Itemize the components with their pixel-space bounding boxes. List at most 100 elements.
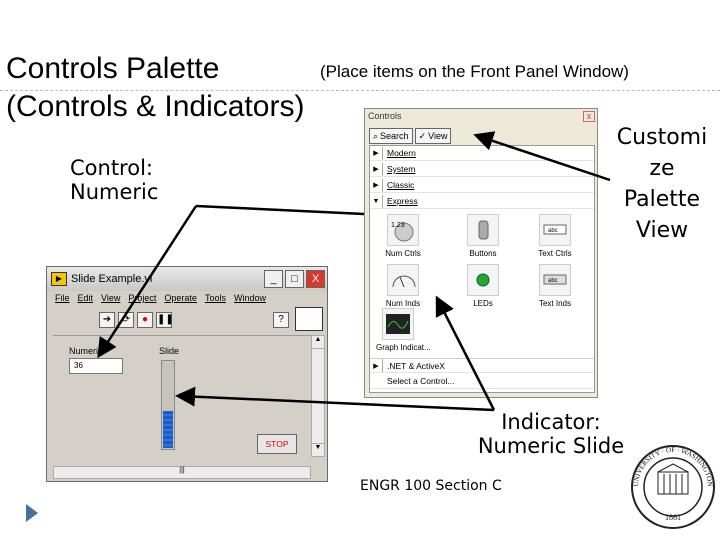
triangle-right-icon: ▶ bbox=[373, 362, 379, 370]
pause-icon[interactable]: ❚❚ bbox=[156, 312, 174, 328]
menu-file[interactable]: File bbox=[55, 293, 70, 303]
customize-line4: View bbox=[635, 218, 689, 243]
palette-title: Controls bbox=[368, 111, 402, 121]
arrow-customize-to-view bbox=[473, 131, 611, 182]
svg-text:1.23: 1.23 bbox=[391, 222, 405, 229]
customize-line3: Palette bbox=[623, 187, 701, 212]
numeric-control-label: Numeric bbox=[69, 346, 103, 356]
palette-item-buttons[interactable]: Buttons bbox=[456, 214, 510, 258]
arrow-control-to-numeric bbox=[195, 204, 365, 216]
palette-category-classic[interactable]: ▶Classic bbox=[370, 178, 594, 193]
palette-category-modern[interactable]: ▶ Modern bbox=[370, 146, 594, 161]
menu-operate[interactable]: Operate bbox=[164, 293, 197, 303]
item-label: Text Ctrls bbox=[538, 249, 572, 258]
vi-menubar: File Edit View Project Operate Tools Win… bbox=[47, 291, 327, 309]
palette-item-graph-indicators[interactable]: Graph Indicat... bbox=[376, 308, 446, 352]
triangle-down-icon: ▼ bbox=[372, 197, 380, 205]
category-label: Select a Control... bbox=[387, 376, 455, 386]
slide-title: Controls Palette bbox=[6, 52, 220, 85]
indicator-label-line1: Indicator: bbox=[501, 410, 601, 434]
text-box-icon: abc bbox=[539, 214, 571, 246]
arrow-indicator-to-palette bbox=[435, 295, 496, 411]
indicator-slide-label: Indicator: Numeric Slide bbox=[466, 410, 636, 458]
title-divider bbox=[0, 90, 720, 91]
item-label: Buttons bbox=[469, 249, 497, 258]
triangle-right-icon: ▶ bbox=[373, 150, 379, 157]
stop-button[interactable]: STOP bbox=[257, 434, 297, 454]
text-display-icon: abc bbox=[539, 264, 571, 296]
menu-edit[interactable]: Edit bbox=[77, 293, 94, 303]
indicator-label-line2: Numeric Slide bbox=[477, 434, 625, 458]
gauge-icon bbox=[387, 264, 419, 296]
palette-item-leds[interactable]: LEDs bbox=[456, 264, 510, 308]
palette-category-express[interactable]: ▼ Express bbox=[370, 194, 594, 209]
palette-toolbar: ⌕ Search ✓ View bbox=[365, 125, 597, 147]
slide-indicator bbox=[161, 360, 175, 450]
slide-fill bbox=[163, 411, 173, 448]
control-label-line1: Control: bbox=[70, 156, 153, 180]
item-label: Graph Indicat... bbox=[376, 343, 431, 352]
category-label: .NET & ActiveX bbox=[387, 360, 445, 371]
close-button[interactable]: X bbox=[306, 270, 325, 288]
menu-project[interactable]: Project bbox=[128, 293, 157, 303]
search-icon: ⌕ bbox=[373, 130, 379, 141]
checkmark-icon: ✓ bbox=[418, 130, 427, 141]
svg-text:abc: abc bbox=[548, 278, 558, 284]
category-label: Express bbox=[387, 196, 418, 206]
minimize-button[interactable]: _ bbox=[264, 270, 283, 288]
vertical-scrollbar[interactable]: ▲ ▼ bbox=[311, 335, 325, 457]
maximize-button[interactable]: □ bbox=[285, 270, 304, 288]
abort-icon[interactable]: ● bbox=[137, 312, 153, 328]
triangle-right-icon: ▶ bbox=[373, 166, 379, 173]
palette-titlebar[interactable]: Controls x bbox=[365, 109, 597, 125]
palette-category-dotnet[interactable]: ▶ .NET & ActiveX bbox=[370, 358, 594, 373]
arrow-control-to-vi bbox=[97, 205, 198, 359]
arrow-indicator-to-slide bbox=[175, 386, 495, 412]
palette-search-button[interactable]: ⌕ Search bbox=[369, 128, 413, 144]
svg-text:abc: abc bbox=[548, 228, 558, 234]
menu-window[interactable]: Window bbox=[233, 293, 266, 303]
numeric-control-input[interactable]: 36 bbox=[69, 358, 123, 374]
scroll-down-icon[interactable]: ▼ bbox=[312, 443, 324, 456]
palette-close-button[interactable]: x bbox=[583, 111, 595, 122]
item-label: Text Inds bbox=[538, 299, 571, 308]
palette-item-num-ctrls[interactable]: 1.23 Num Ctrls bbox=[376, 214, 430, 258]
palette-list: ▶Modern ▶System ▶Classic ▼Express 1.23 N… bbox=[369, 145, 595, 393]
scroll-up-icon[interactable]: ▲ bbox=[312, 336, 324, 349]
help-button[interactable]: ? bbox=[273, 312, 289, 328]
palette-item-text-inds[interactable]: abc Text Inds bbox=[528, 264, 582, 308]
slide-subtitle: (Controls & Indicators) bbox=[6, 90, 305, 123]
palette-item-num-inds[interactable]: Num Inds bbox=[376, 264, 430, 308]
palette-view-label: View bbox=[428, 131, 448, 141]
palette-view-button[interactable]: ✓ View bbox=[414, 128, 452, 144]
category-label: Classic bbox=[387, 180, 415, 190]
vi-titlebar[interactable]: ▶ Slide Example.vi _ □ X bbox=[47, 267, 327, 291]
labview-icon: ▶ bbox=[51, 272, 67, 286]
run-arrow-icon[interactable]: ➜ bbox=[99, 312, 115, 328]
slide-indicator-label: Slide bbox=[159, 346, 180, 356]
menu-tools[interactable]: Tools bbox=[204, 293, 226, 303]
customize-line1: Customi bbox=[616, 125, 708, 150]
category-label: System bbox=[387, 164, 416, 174]
item-label: Num Ctrls bbox=[385, 249, 421, 258]
customize-line2: ze bbox=[649, 156, 675, 181]
category-label: Modern bbox=[387, 148, 416, 158]
vi-title: Slide Example.vi bbox=[71, 273, 153, 285]
graph-icon bbox=[382, 308, 414, 340]
item-label: LEDs bbox=[473, 299, 493, 308]
control-numeric-label: Control: Numeric bbox=[70, 156, 200, 204]
slide-title-note: (Place items on the Front Panel Window) bbox=[320, 62, 629, 81]
led-icon bbox=[467, 264, 499, 296]
bullet-arrow-icon bbox=[26, 504, 38, 522]
vi-connector-icon bbox=[295, 307, 323, 331]
customize-palette-label: Customi ze Palette View bbox=[606, 122, 718, 246]
footer-text: ENGR 100 Section C bbox=[360, 478, 502, 494]
item-label: Num Inds bbox=[385, 299, 421, 308]
controls-palette-window[interactable]: Controls x ⌕ Search ✓ View ▶ Modern ▶ Syst… bbox=[364, 108, 598, 398]
control-label-line2: Numeric bbox=[70, 180, 159, 204]
palette-item-text-ctrls[interactable]: abc Text Ctrls bbox=[528, 214, 582, 258]
palette-category-system[interactable]: ▶ System bbox=[370, 162, 594, 177]
menu-view[interactable]: View bbox=[101, 293, 121, 303]
horizontal-scrollbar[interactable]: ||| bbox=[53, 466, 311, 479]
